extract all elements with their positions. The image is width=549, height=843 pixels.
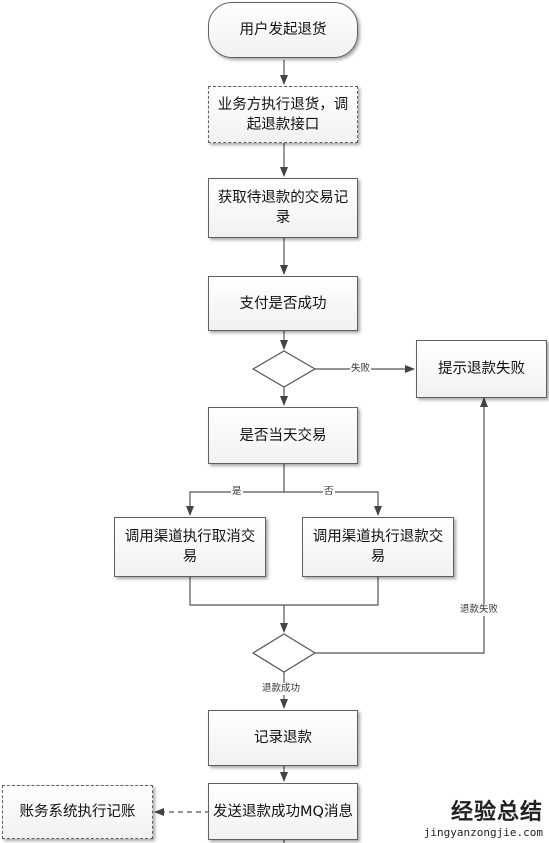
business-return-label: 业务方执行退货，调起退款接口 [217, 96, 349, 133]
record-refund-node: 记录退款 [208, 710, 358, 766]
fetch-record-node: 获取待退款的交易记录 [208, 178, 358, 238]
cancel-txn-node: 调用渠道执行取消交易 [114, 517, 266, 577]
edge-label-fail: 失败 [350, 363, 372, 375]
decision-diamond-refund [251, 633, 317, 673]
start-label: 用户发起退货 [239, 22, 327, 38]
decision-diamond-payment [251, 350, 317, 388]
business-return-node: 业务方执行退货，调起退款接口 [208, 86, 358, 143]
payment-success-node: 支付是否成功 [208, 276, 358, 331]
edge-merge [189, 577, 379, 606]
edge-label-no: 否 [323, 486, 335, 498]
fetch-record-label: 获取待退款的交易记录 [217, 190, 349, 226]
same-day-node: 是否当天交易 [208, 407, 358, 464]
edge-label-refund-fail: 退款失败 [459, 604, 500, 616]
refund-fail-notice-node: 提示退款失败 [416, 340, 547, 398]
payment-success-label: 支付是否成功 [239, 295, 327, 312]
watermark-title: 经验总结 [450, 799, 543, 825]
accounting-node: 账务系统执行记账 [2, 785, 153, 839]
start-node: 用户发起退货 [208, 2, 358, 58]
refund-txn-node: 调用渠道执行退款交易 [302, 517, 454, 577]
edge-label-refund-success: 退款成功 [261, 683, 302, 695]
send-mq-node: 发送退款成功MQ消息 [208, 783, 358, 840]
edge-label-yes: 是 [231, 486, 243, 498]
accounting-label: 账务系统执行记账 [19, 804, 136, 820]
edge-sameday-no [284, 491, 382, 516]
edge-decision2-refund-fail [315, 397, 488, 654]
cancel-txn-label: 调用渠道执行取消交易 [124, 529, 256, 565]
refund-fail-notice-label: 提示退款失败 [438, 361, 525, 377]
watermark: 经验总结 jingyanzongjie.com [424, 794, 543, 839]
same-day-label: 是否当天交易 [239, 427, 327, 444]
watermark-url: jingyanzongjie.com [423, 826, 543, 839]
refund-txn-label: 调用渠道执行退款交易 [312, 529, 444, 565]
record-refund-label: 记录退款 [254, 730, 312, 746]
send-mq-label: 发送退款成功MQ消息 [213, 803, 353, 820]
